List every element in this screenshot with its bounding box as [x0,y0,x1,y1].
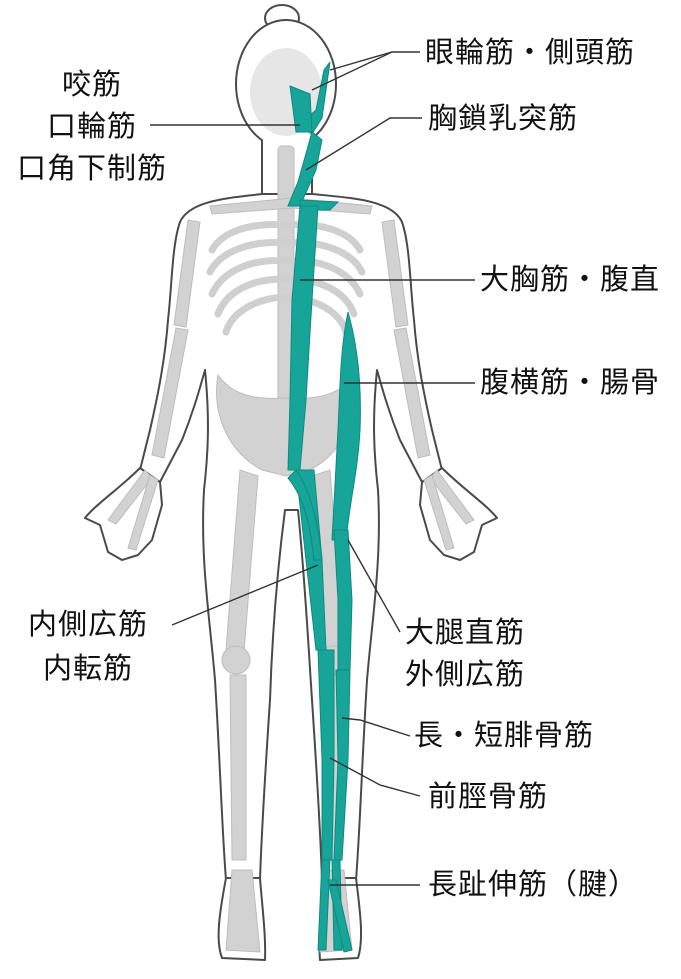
label-vastus-medialis-line-2: 内転筋 [8,648,168,689]
label-pectoralis-rectus: 大胸筋・腹直 [480,259,660,300]
label-rectus-femoris-line-2: 外側広筋 [405,654,525,695]
label-rectus-femoris-line-1: 大腿直筋 [405,612,525,653]
label-masseter-line-2: 口輪筋 [4,106,180,147]
leader-eye-temporal [330,52,420,70]
label-eye-temporal: 眼輪筋・側頭筋 [425,32,635,73]
label-tibialis: 前脛骨筋 [428,776,548,817]
label-masseter-line-3: 口角下制筋 [4,148,180,189]
label-extensor-digitorum: 長趾伸筋（腱） [428,864,638,905]
label-vastus-medialis-line-1: 内側広筋 [8,604,168,645]
label-masseter-line-1: 咬筋 [4,64,180,105]
label-sternocleido: 胸鎖乳突筋 [428,98,578,139]
label-peroneus: 長・短腓骨筋 [414,715,594,756]
label-transversus-ilio: 腹横筋・腸骨 [480,362,660,403]
